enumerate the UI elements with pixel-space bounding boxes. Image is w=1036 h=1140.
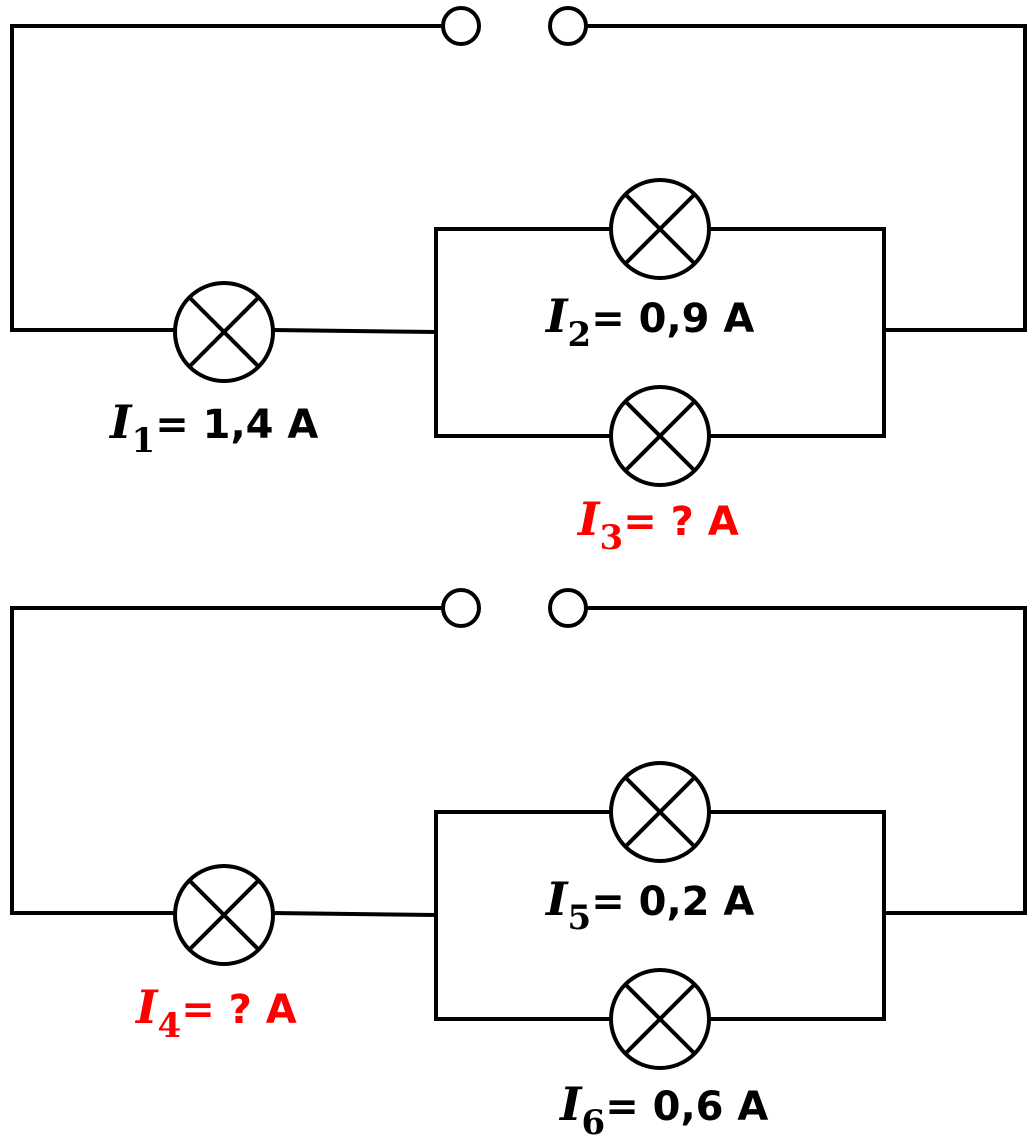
terminal-left-2 — [441, 588, 481, 628]
current-label-1: I1= 1,4 A — [108, 395, 318, 461]
lamp-3 — [609, 385, 711, 487]
terminal-left-1 — [441, 6, 481, 46]
current-label-3: I3= ? A — [576, 492, 739, 558]
circuit-1-outer-wire — [10, 24, 1027, 438]
circuit-2-outer-wire — [10, 606, 1027, 1021]
current-label-5: I5= 0,2 A — [544, 872, 754, 938]
circuit-2: I4= ? A I5= 0,2 A I6= 0,6 A — [10, 588, 1027, 1140]
current-label-6: I6= 0,6 A — [558, 1077, 768, 1140]
lamp-1 — [173, 281, 275, 383]
circuit-1: I1= 1,4 A I2= 0,9 A I3= ? A — [10, 6, 1027, 558]
lamp-5 — [609, 761, 711, 863]
lamp-4 — [173, 864, 275, 966]
current-label-2: I2= 0,9 A — [544, 289, 754, 355]
current-label-4: I4= ? A — [134, 980, 297, 1046]
lamp-2 — [609, 178, 711, 280]
lamp-6 — [609, 968, 711, 1070]
terminal-right-2 — [548, 588, 588, 628]
terminal-right-1 — [548, 6, 588, 46]
